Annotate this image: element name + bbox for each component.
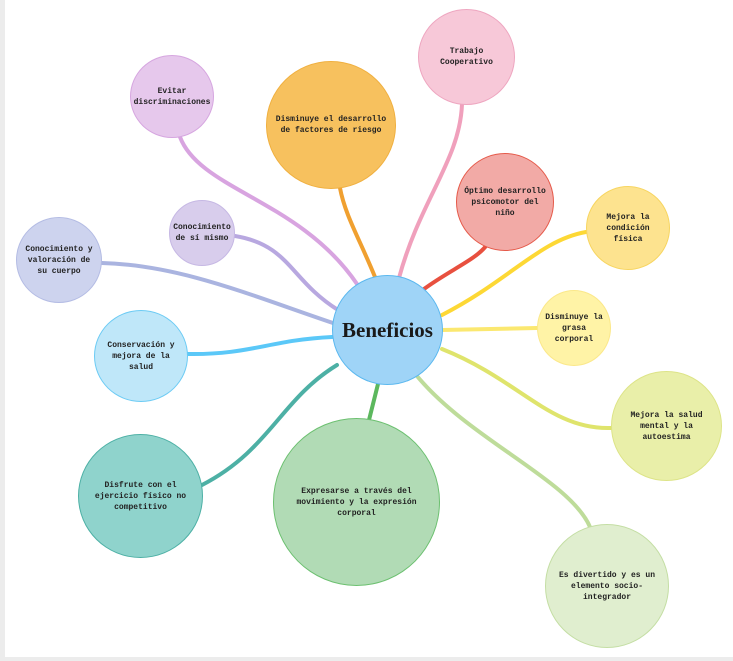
node-es-divertido[interactable]: Es divertido y es un elemento socio-inte…	[545, 524, 669, 648]
node-conocimiento-cuerpo[interactable]: Conocimiento y valoración de su cuerpo	[16, 217, 102, 303]
node-label: Conservación y mejora de la salud	[107, 340, 175, 372]
node-label: Disminuye la grasa corporal	[545, 312, 603, 344]
link-factores-riesgo	[338, 186, 377, 279]
node-label: Disfrute con el ejercicio físico no comp…	[94, 480, 187, 512]
node-label: Es divertido y es un elemento socio-inte…	[558, 570, 655, 602]
node-conservacion-salud[interactable]: Conservación y mejora de la salud	[94, 310, 188, 402]
link-disfrute	[200, 363, 339, 487]
node-conocimiento-si-mismo[interactable]: Conocimiento de sí mismo	[169, 200, 235, 266]
link-trabajo-cooperativo	[397, 102, 464, 280]
node-evitar-discriminaciones[interactable]: Evitar discriminaciones	[130, 55, 214, 138]
node-condicion-fisica[interactable]: Mejora la condición física	[586, 186, 670, 270]
node-label: Expresarse a través del movimiento y la …	[296, 486, 417, 518]
node-grasa-corporal[interactable]: Disminuye la grasa corporal	[537, 290, 611, 366]
node-label: Trabajo Cooperativo	[440, 47, 493, 67]
node-trabajo-cooperativo[interactable]: Trabajo Cooperativo	[418, 9, 515, 105]
node-label: Mejora la salud mental y la autoestima	[630, 410, 703, 442]
link-es-divertido	[415, 374, 592, 529]
node-label: Evitar discriminaciones	[133, 86, 211, 107]
link-condicion-fisica	[440, 230, 588, 317]
link-optimo-desarrollo	[422, 244, 488, 291]
link-conocimiento-si-mismo	[233, 234, 340, 312]
link-evitar-discriminaciones	[178, 135, 359, 286]
node-label: Óptimo desarrollo psicomotor del niño	[464, 186, 546, 218]
node-label: Disminuye el desarrollo de factores de r…	[275, 115, 387, 135]
node-factores-riesgo[interactable]: Disminuye el desarrollo de factores de r…	[266, 61, 396, 189]
node-expresarse[interactable]: Expresarse a través del movimiento y la …	[273, 418, 440, 586]
node-label: Mejora la condición física	[606, 212, 650, 244]
link-conservacion-salud	[186, 335, 334, 357]
link-expresarse	[367, 382, 380, 422]
central-node-label: Beneficios	[342, 317, 433, 342]
link-salud-mental	[440, 347, 613, 431]
link-grasa-corporal	[440, 326, 539, 332]
link-conocimiento-cuerpo	[100, 261, 335, 325]
node-disfrute[interactable]: Disfrute con el ejercicio físico no comp…	[78, 434, 203, 558]
node-label: Conocimiento y valoración de su cuerpo	[25, 244, 93, 276]
node-salud-mental[interactable]: Mejora la salud mental y la autoestima	[611, 371, 722, 481]
node-optimo-desarrollo[interactable]: Óptimo desarrollo psicomotor del niño	[456, 153, 554, 251]
central-node-beneficios[interactable]: Beneficios	[332, 275, 443, 385]
node-label: Conocimiento de sí mismo	[173, 223, 231, 243]
